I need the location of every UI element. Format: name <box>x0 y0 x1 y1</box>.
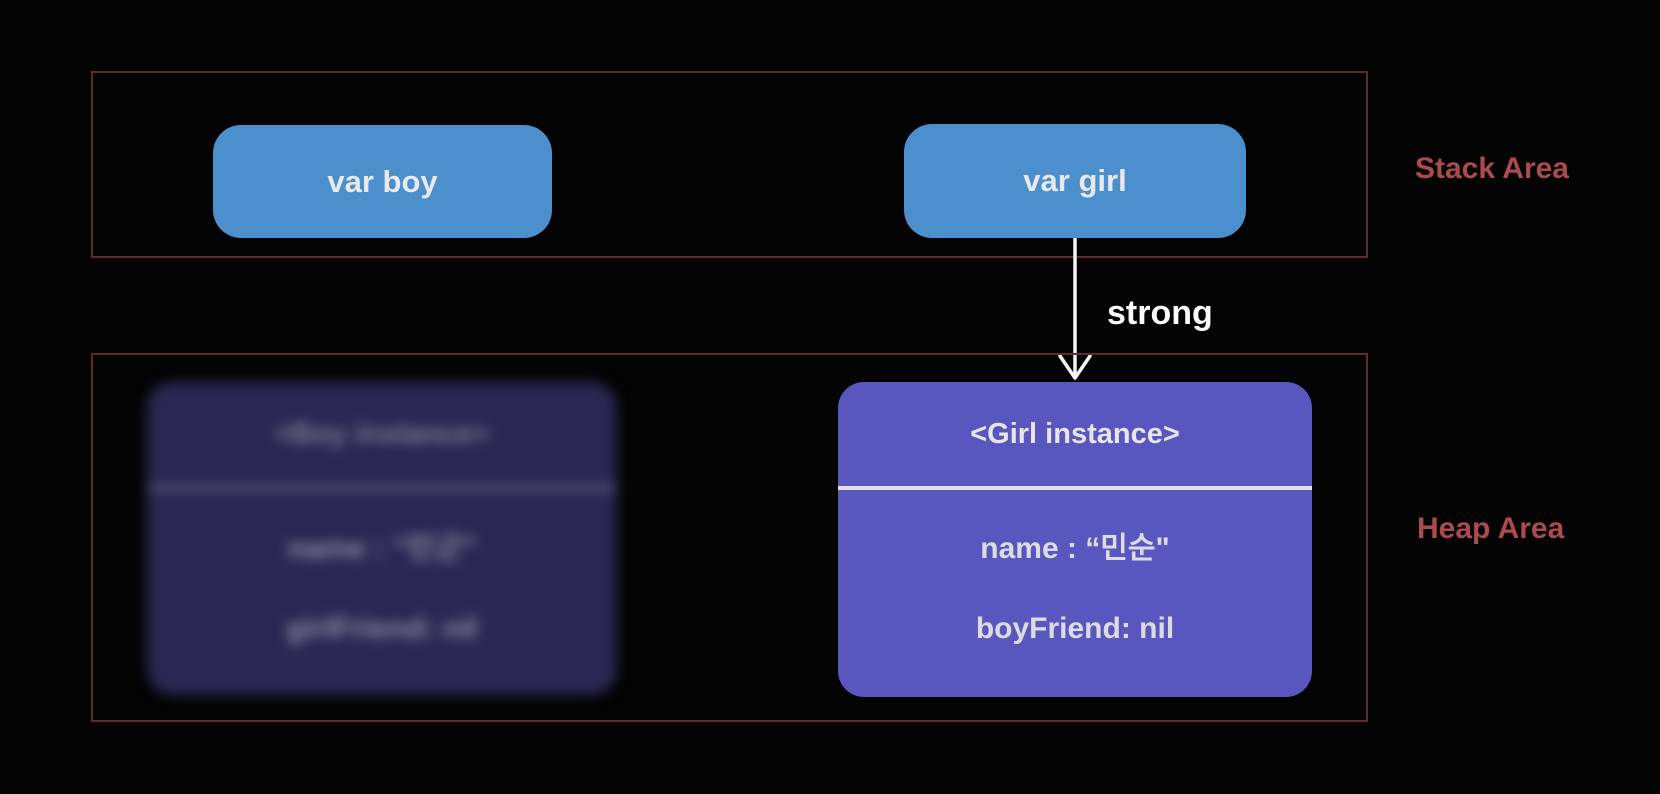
girl-instance-card: <Girl instance> name : “민순" boyFriend: n… <box>838 382 1312 697</box>
var-boy-box: var boy <box>213 125 552 238</box>
heap-area-rect <box>91 353 1368 722</box>
stack-area-rect <box>91 71 1368 258</box>
girl-name-field: name : “민순" <box>980 532 1170 565</box>
strong-reference-label: strong <box>1107 294 1213 332</box>
boy-instance-body: name : “민군" girlFriend: nil <box>147 490 617 695</box>
heap-area-label: Heap Area <box>1417 512 1565 545</box>
boy-name-field: name : “민군" <box>287 532 477 565</box>
var-boy-label: var boy <box>327 163 438 199</box>
girl-instance-body: name : “민순" boyFriend: nil <box>838 490 1312 697</box>
var-girl-label: var girl <box>1023 163 1127 198</box>
girl-boyfriend-field: boyFriend: nil <box>975 612 1175 645</box>
boy-instance-card: <Boy instance> name : “민군" girlFriend: n… <box>147 382 617 695</box>
girl-instance-title: <Girl instance> <box>838 382 1312 490</box>
var-girl-box: var girl <box>904 124 1246 238</box>
stack-area-label: Stack Area <box>1415 152 1569 185</box>
boy-girlfriend-field: girlFriend: nil <box>286 612 478 645</box>
boy-instance-title: <Boy instance> <box>147 382 617 490</box>
